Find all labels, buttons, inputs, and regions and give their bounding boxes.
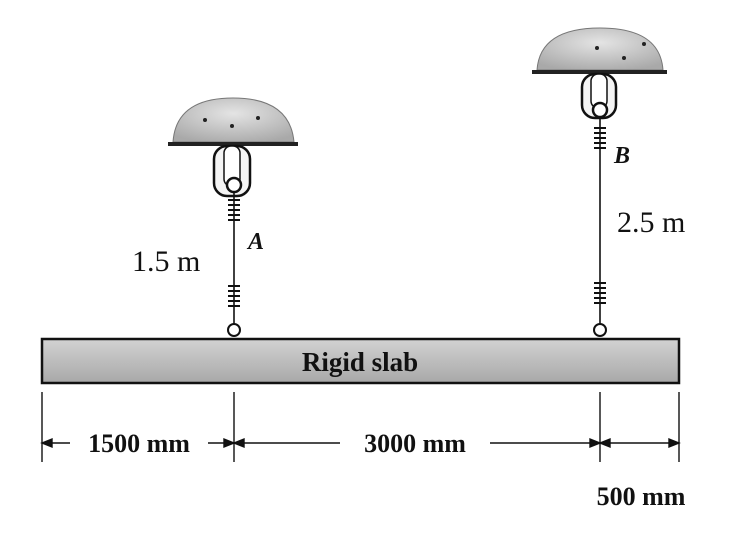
slab-label: Rigid slab — [302, 347, 418, 377]
hanger-rod-b — [593, 117, 607, 337]
support-b: B 2.5 m — [532, 27, 685, 337]
hanger-rod-a — [227, 192, 241, 337]
support-a-length: 1.5 m — [132, 245, 200, 278]
dimension-1500: 1500 mm — [88, 429, 190, 458]
ceiling-mount-b — [532, 27, 667, 120]
dimension-3000: 3000 mm — [364, 429, 466, 458]
dimension-500: 500 mm — [597, 482, 686, 511]
support-a-label: A — [246, 229, 264, 255]
dimension-lines — [40, 392, 681, 462]
rigid-slab: Rigid slab — [40, 337, 681, 385]
support-b-label: B — [613, 143, 630, 169]
support-a: A 1.5 m — [132, 97, 298, 337]
support-b-length: 2.5 m — [617, 206, 685, 239]
ceiling-mount-a — [168, 97, 298, 198]
